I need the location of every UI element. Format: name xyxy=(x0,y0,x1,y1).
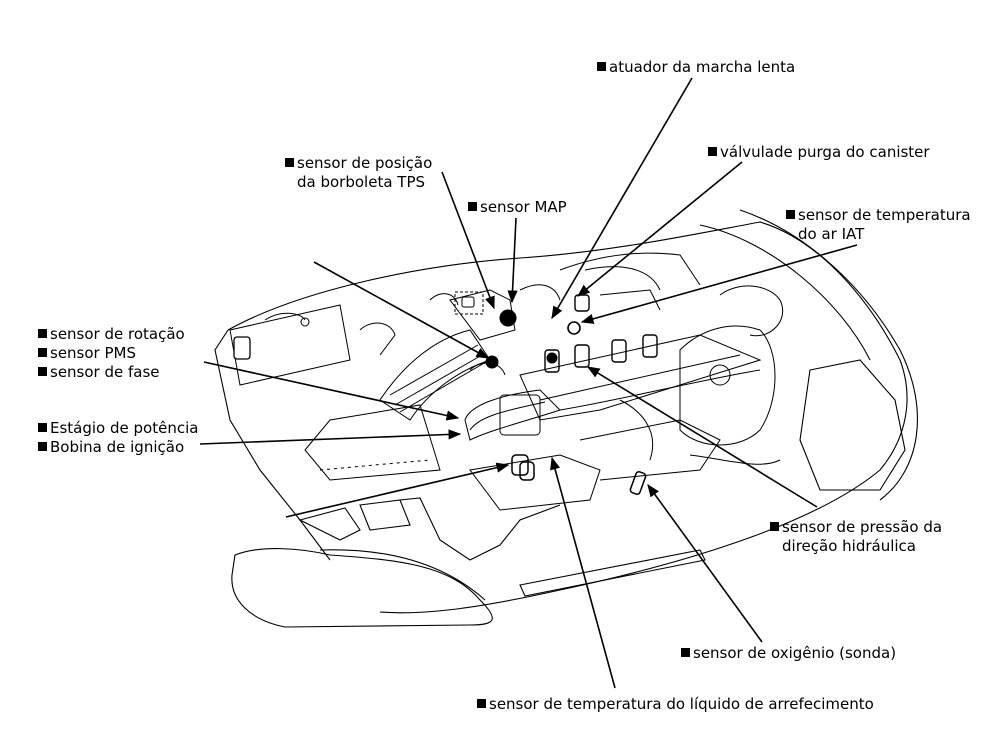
leader-rotation-sensors xyxy=(203,361,460,421)
leader-idle-actuator xyxy=(551,77,693,320)
bullet-icon xyxy=(38,367,47,376)
bullet-icon xyxy=(477,699,486,708)
bullet-icon xyxy=(681,648,690,657)
leader-oxygen xyxy=(647,483,763,643)
leader-iat-sensor xyxy=(580,244,858,324)
bullet-icon xyxy=(38,442,47,451)
bullet-icon xyxy=(38,329,47,338)
bullet-icon xyxy=(708,147,717,156)
leader-lower-left xyxy=(285,462,510,518)
label-rotation-sensors: sensor de rotação sensor PMS sensor de f… xyxy=(38,325,185,382)
label-oxygen-sensor: sensor de oxigênio (sonda) xyxy=(681,644,896,663)
bullet-icon xyxy=(38,348,47,357)
label-idle-actuator: atuador da marcha lenta xyxy=(597,58,795,77)
bullet-icon xyxy=(770,522,779,531)
bullet-icon xyxy=(285,158,294,167)
leader-ignition xyxy=(199,429,462,445)
engine-details xyxy=(229,252,784,511)
leader-lines xyxy=(199,77,858,689)
label-tps-sensor: sensor de posição da borboleta TPS xyxy=(285,154,432,192)
label-map-sensor: sensor MAP xyxy=(468,198,567,217)
leader-extra-left xyxy=(313,261,490,359)
label-iat-sensor: sensor de temperatura do ar IAT xyxy=(786,206,971,244)
leader-map-sensor xyxy=(507,217,518,304)
label-coolant-sensor: sensor de temperatura do líquido de arre… xyxy=(477,695,874,714)
bullet-icon xyxy=(468,202,477,211)
bullet-icon xyxy=(786,210,795,219)
leader-tps-sensor xyxy=(441,171,495,310)
leader-power-steering xyxy=(586,366,818,508)
car-body-outline xyxy=(214,209,918,628)
bullet-icon xyxy=(597,62,606,71)
leader-coolant xyxy=(550,456,616,689)
bullet-icon xyxy=(38,423,47,432)
label-power-steering-sensor: sensor de pressão da direção hidráulica xyxy=(770,518,942,556)
label-canister-valve: válvulade purga do canister xyxy=(708,143,930,162)
label-ignition: Estágio de potência Bobina de ignição xyxy=(38,419,198,457)
leader-canister-valve xyxy=(577,161,743,297)
